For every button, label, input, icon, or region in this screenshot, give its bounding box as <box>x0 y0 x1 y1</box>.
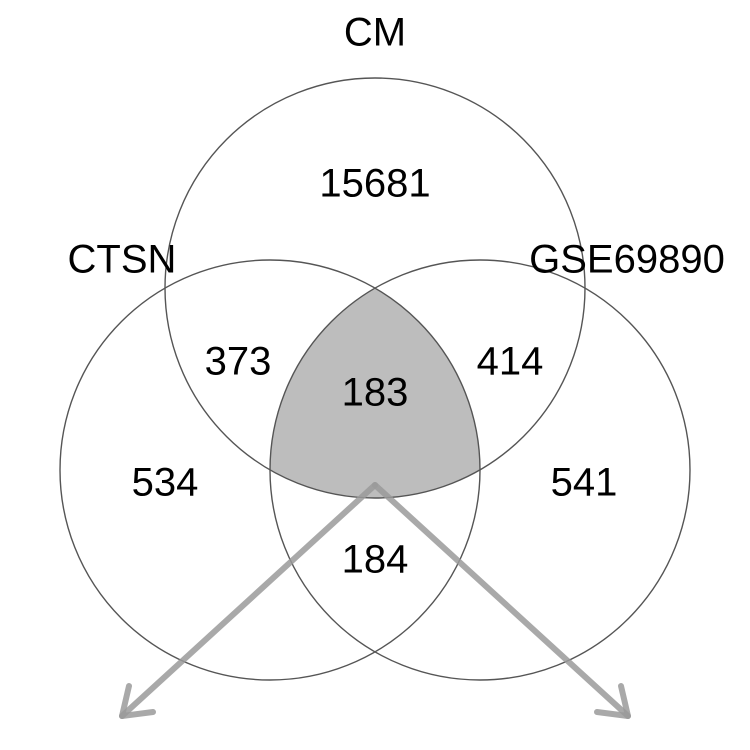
count-ctsn-cm: 373 <box>205 340 272 384</box>
count-gse-only: 541 <box>551 461 618 505</box>
count-all-three: 183 <box>342 371 409 415</box>
right-arrow-line <box>372 482 631 719</box>
set-label-ctsn: CTSN <box>68 238 177 282</box>
ctsn-circle <box>59 259 481 681</box>
count-cm-only: 15681 <box>319 162 430 206</box>
gse69890-circle <box>269 259 691 681</box>
count-ctsn-only: 534 <box>132 461 199 505</box>
set-label-gse69890: GSE69890 <box>529 238 725 282</box>
left-arrow-head <box>119 683 156 719</box>
count-cm-gse: 414 <box>477 340 544 384</box>
set-label-cm: CM <box>344 11 406 55</box>
right-arrow-head <box>594 683 631 719</box>
left-arrow-line <box>119 482 378 719</box>
count-ctsn-gse: 184 <box>342 538 409 582</box>
triple-intersection-region <box>269 288 481 499</box>
